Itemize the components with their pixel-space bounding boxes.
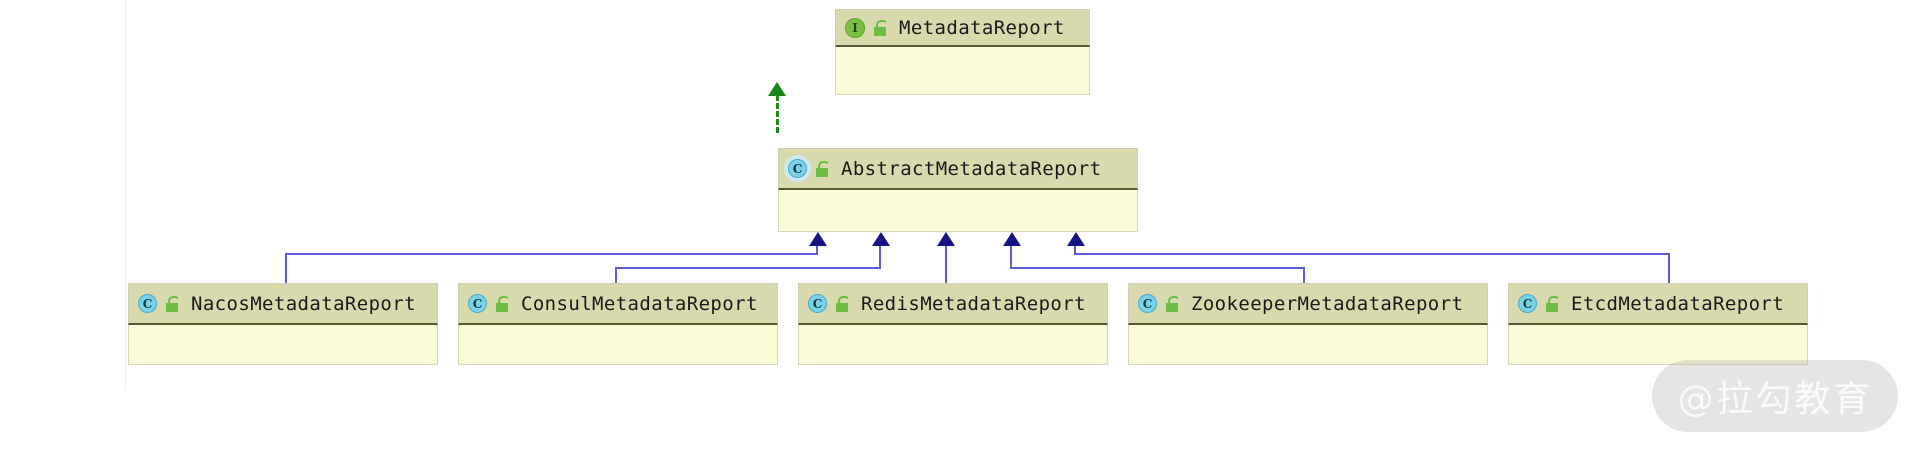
generalization-edge-nacos bbox=[285, 253, 818, 255]
class-node-abstract-metadata-report[interactable]: C AbstractMetadataReport bbox=[778, 148, 1138, 232]
realization-arrowhead-icon bbox=[768, 82, 786, 96]
class-icon: C bbox=[468, 294, 487, 313]
generalization-edge-nacos bbox=[285, 253, 287, 283]
realization-dashed-line bbox=[776, 95, 779, 133]
generalization-edge-redis bbox=[945, 246, 947, 283]
class-node-redis-metadata-report[interactable]: C RedisMetadataReport bbox=[798, 283, 1108, 365]
unlocked-padlock-icon bbox=[815, 160, 830, 177]
watermark: @拉勾教育 bbox=[1652, 360, 1898, 432]
generalization-edge-zookeeper bbox=[1010, 267, 1305, 269]
class-node-members-compartment bbox=[835, 47, 1090, 95]
class-icon: C bbox=[1138, 294, 1157, 313]
unlocked-padlock-icon bbox=[1545, 295, 1560, 312]
class-node-nacos-metadata-report[interactable]: C NacosMetadataReport bbox=[128, 283, 438, 365]
generalization-arrowhead-icon bbox=[809, 232, 827, 246]
class-icon: C bbox=[138, 294, 157, 313]
class-node-header: C ConsulMetadataReport bbox=[458, 283, 778, 325]
panel-edge-divider bbox=[125, 0, 126, 390]
class-node-zookeeper-metadata-report[interactable]: C ZookeeperMetadataReport bbox=[1128, 283, 1488, 365]
generalization-edge-etcd bbox=[1668, 253, 1670, 283]
class-node-header: C RedisMetadataReport bbox=[798, 283, 1108, 325]
class-node-title: MetadataReport bbox=[899, 16, 1065, 39]
generalization-arrowhead-icon bbox=[872, 232, 890, 246]
class-node-header: C EtcdMetadataReport bbox=[1508, 283, 1808, 325]
class-node-title: AbstractMetadataReport bbox=[841, 157, 1102, 180]
class-node-header: C ZookeeperMetadataReport bbox=[1128, 283, 1488, 325]
generalization-edge-consul bbox=[615, 267, 881, 269]
generalization-arrowhead-icon bbox=[937, 232, 955, 246]
class-node-members-compartment bbox=[778, 190, 1138, 232]
generalization-edge-nacos bbox=[816, 246, 818, 254]
generalization-arrowhead-icon bbox=[1067, 232, 1085, 246]
class-node-title: RedisMetadataReport bbox=[861, 292, 1086, 315]
class-icon: C bbox=[808, 294, 827, 313]
class-node-title: ConsulMetadataReport bbox=[521, 292, 758, 315]
class-node-members-compartment bbox=[1128, 325, 1488, 365]
class-node-header: I MetadataReport bbox=[835, 9, 1090, 47]
class-icon: C bbox=[1518, 294, 1537, 313]
generalization-arrowhead-icon bbox=[1003, 232, 1021, 246]
class-node-header: C AbstractMetadataReport bbox=[778, 148, 1138, 190]
class-node-members-compartment bbox=[798, 325, 1108, 365]
unlocked-padlock-icon bbox=[165, 295, 180, 312]
unlocked-padlock-icon bbox=[1165, 295, 1180, 312]
generalization-edge-consul bbox=[615, 267, 617, 283]
generalization-edge-etcd bbox=[1074, 253, 1670, 255]
class-node-title: EtcdMetadataReport bbox=[1571, 292, 1785, 315]
unlocked-padlock-icon bbox=[835, 295, 850, 312]
unlocked-padlock-icon bbox=[495, 295, 510, 312]
class-node-members-compartment bbox=[458, 325, 778, 365]
unlocked-padlock-icon bbox=[873, 19, 888, 36]
class-node-members-compartment bbox=[1508, 325, 1808, 365]
class-node-title: NacosMetadataReport bbox=[191, 292, 416, 315]
generalization-edge-zookeeper bbox=[1010, 246, 1012, 268]
class-node-members-compartment bbox=[128, 325, 438, 365]
generalization-edge-zookeeper bbox=[1303, 267, 1305, 283]
abstract-class-icon: C bbox=[788, 159, 807, 178]
interface-icon: I bbox=[845, 17, 865, 38]
class-node-consul-metadata-report[interactable]: C ConsulMetadataReport bbox=[458, 283, 778, 365]
class-node-title: ZookeeperMetadataReport bbox=[1191, 292, 1464, 315]
generalization-edge-etcd bbox=[1074, 246, 1076, 254]
class-node-header: C NacosMetadataReport bbox=[128, 283, 438, 325]
class-node-metadata-report[interactable]: I MetadataReport bbox=[835, 9, 1090, 95]
class-node-etcd-metadata-report[interactable]: C EtcdMetadataReport bbox=[1508, 283, 1808, 365]
generalization-edge-consul bbox=[879, 246, 881, 268]
